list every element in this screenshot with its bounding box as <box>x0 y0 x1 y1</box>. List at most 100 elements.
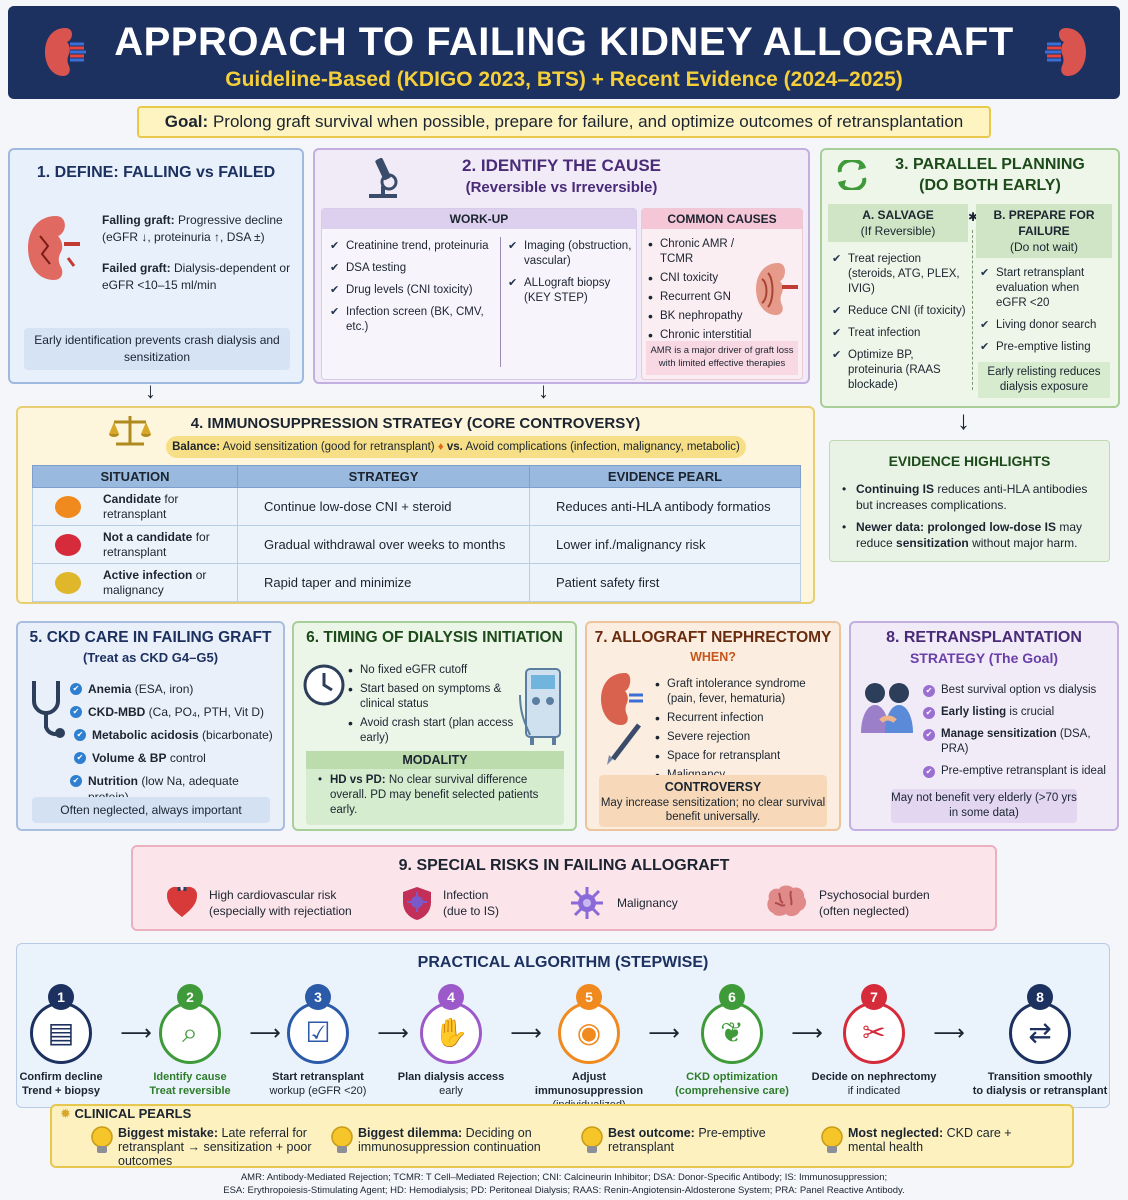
step-label: Identify cause <box>153 1071 227 1083</box>
step-detail: (comprehensive care) <box>675 1085 789 1097</box>
check-circle-icon: ✔ <box>70 775 82 787</box>
item-text: Pre-emptive retransplant is ideal <box>941 765 1106 777</box>
item-text: (Ca, PO₄, PTH, Vit D) <box>148 705 265 719</box>
ckd-list: ✔Anemia (ESA, iron)✔CKD-MBD (Ca, PO₄, PT… <box>70 681 282 812</box>
modality-text: No clear survival difference overall. PD… <box>330 774 539 816</box>
salvage-title: A. SALVAGE <box>862 208 934 222</box>
cycle-arrows-icon <box>837 160 867 190</box>
flow-arrow: ⟶ <box>120 1020 152 1045</box>
pearl-key: Best outcome: <box>608 1126 695 1140</box>
situation-key: Candidate <box>103 491 162 506</box>
section-clinical-pearls <box>50 1104 1074 1168</box>
page-subtitle: Guideline-Based (KDIGO 2023, BTS) + Rece… <box>225 68 903 91</box>
section-retransplantation: 8. RETRANSPLANTATION STRATEGY (The Goal)… <box>849 621 1119 831</box>
flow-arrow: ⟶ <box>933 1020 965 1045</box>
section-title: 5. CKD CARE IN FAILING GRAFT <box>29 629 272 646</box>
strategy-subtitle: (The Goal) <box>988 650 1059 666</box>
algorithm-step: 6❦CKD optimization(comprehensive care) <box>662 984 802 1098</box>
salvage-list: Treat rejection (steroids, ATG, PLEX, IV… <box>832 252 966 400</box>
section-special-risks: 9. SPECIAL RISKS IN FAILING ALLOGRAFT Hi… <box>131 845 997 931</box>
list-item: ✔Best survival option vs dialysis <box>923 683 1113 698</box>
check-circle-icon: ✔ <box>923 766 935 778</box>
pill-bottle-icon: ◉ <box>558 1002 620 1064</box>
risk-title: Malignancy <box>617 896 678 910</box>
step-detail: workup (eGFR <20) <box>269 1085 367 1097</box>
step-label: Confirm decline <box>19 1071 103 1083</box>
define-note: Early identification prevents crash dial… <box>24 328 290 370</box>
retransplant-note: May not benefit very elderly (>70 yrs in… <box>891 789 1077 823</box>
table-header: SITUATION <box>32 465 238 488</box>
table-header: STRATEGY <box>237 465 530 488</box>
ckd-note: Often neglected, always important <box>32 797 270 823</box>
risk-detail: (due to IS) <box>443 904 500 918</box>
step-detail: early <box>439 1085 463 1097</box>
check-circle-icon: ✔ <box>74 729 86 741</box>
prepare-note: Early relisting reduces dialysis exposur… <box>978 362 1110 398</box>
page-title: APPROACH TO FAILING KIDNEY ALLOGRAFT <box>114 20 1014 64</box>
lightbulb-icon <box>820 1126 844 1156</box>
step-detail: Trend + biopsy <box>22 1085 100 1097</box>
magnifier-icon: ⌕ <box>159 1002 221 1064</box>
strategy-cell: Rapid taper and minimize <box>237 563 530 602</box>
strategy-label: STRATEGY <box>909 650 985 666</box>
check-circle-icon: ✔ <box>74 752 86 764</box>
item-text: (ESA, iron) <box>134 682 194 696</box>
controversy-title: CONTROVERSY <box>664 780 762 794</box>
risk-detail: (often neglected) <box>819 904 910 918</box>
situation-cell: Active infection or malignancy <box>32 563 238 602</box>
list-item: ✔Volume & BP control <box>74 750 282 766</box>
situation-cell: Not a candidate for retransplant <box>32 525 238 564</box>
risk-title: Infection <box>443 888 489 902</box>
balance-right: Avoid complications (infection, malignan… <box>465 441 740 453</box>
step-number: 4 <box>438 984 464 1010</box>
evidence-key: Newer data: prolonged low-dose IS <box>856 520 1057 534</box>
list-item: Pre-emptive listing <box>980 340 1112 355</box>
strategy-cell: Continue low-dose CNI + steroid <box>237 487 530 526</box>
shield-virus-icon <box>403 887 431 920</box>
workup-list-left: Creatinine trend, proteinuriaDSA testing… <box>330 239 500 342</box>
list-item: DSA testing <box>330 261 500 276</box>
pearl-cell: Reduces anti-HLA antibody formatios <box>529 487 801 526</box>
retransplant-list: ✔Best survival option vs dialysis✔Early … <box>923 683 1113 786</box>
item-key: CKD-MBD <box>88 705 146 719</box>
strategy-cell: Gradual withdrawal over weeks to months <box>237 525 530 564</box>
prepare-list: Start retransplant evaluation when eGFR … <box>980 266 1112 362</box>
step-number: 1 <box>48 984 74 1010</box>
header-banner: APPROACH TO FAILING KIDNEY ALLOGRAFT Gui… <box>8 6 1120 99</box>
step-number: 2 <box>177 984 203 1010</box>
evidence-text: without major harm. <box>972 536 1078 550</box>
prepare-title: B. PREPARE FOR FAILURE <box>993 208 1095 238</box>
falling-text: Progressive decline <box>178 213 283 227</box>
lightbulb-icon <box>330 1126 354 1156</box>
section-nephrectomy: 7. ALLOGRAFT NEPHRECTOMY WHEN? Graft int… <box>585 621 841 831</box>
item-text: Best survival option vs dialysis <box>941 684 1097 696</box>
balance-scale-icon <box>109 416 151 446</box>
list-item: ✔CKD-MBD (Ca, PO₄, PTH, Vit D) <box>70 704 282 720</box>
section-ckd-care: 5. CKD CARE IN FAILING GRAFT (Treat as C… <box>16 621 285 831</box>
item-key: Metabolic acidosis <box>92 728 199 742</box>
flow-arrow: ⟶ <box>791 1020 823 1045</box>
item-key: Manage sensitization <box>941 728 1057 740</box>
salvage-subtitle: (If Reversible) <box>860 224 936 238</box>
pearls-title: ✹ CLINICAL PEARLS <box>60 1106 191 1122</box>
list-item: ✔Manage sensitization (DSA, PRA) <box>923 727 1113 757</box>
list-item: No fixed eGFR cutoff <box>346 663 516 678</box>
step-number: 7 <box>861 984 887 1010</box>
situation-cell: Candidate for retransplant <box>32 487 238 526</box>
failed-detail: eGFR <10–15 ml/min <box>102 278 217 292</box>
flame-icon: ♦ <box>437 441 444 453</box>
flow-arrow: ↓ <box>145 378 156 403</box>
falling-label: Falling graft: <box>102 213 175 227</box>
heart-icon <box>166 886 198 917</box>
flow-arrow: ⟶ <box>510 1020 542 1045</box>
check-circle-icon: ✔ <box>70 683 82 695</box>
pearl-item: Biggest mistake: Late referral for retra… <box>118 1126 328 1168</box>
item-key: Anemia <box>88 682 132 696</box>
risk-title: High cardiovascular risk <box>209 888 337 902</box>
